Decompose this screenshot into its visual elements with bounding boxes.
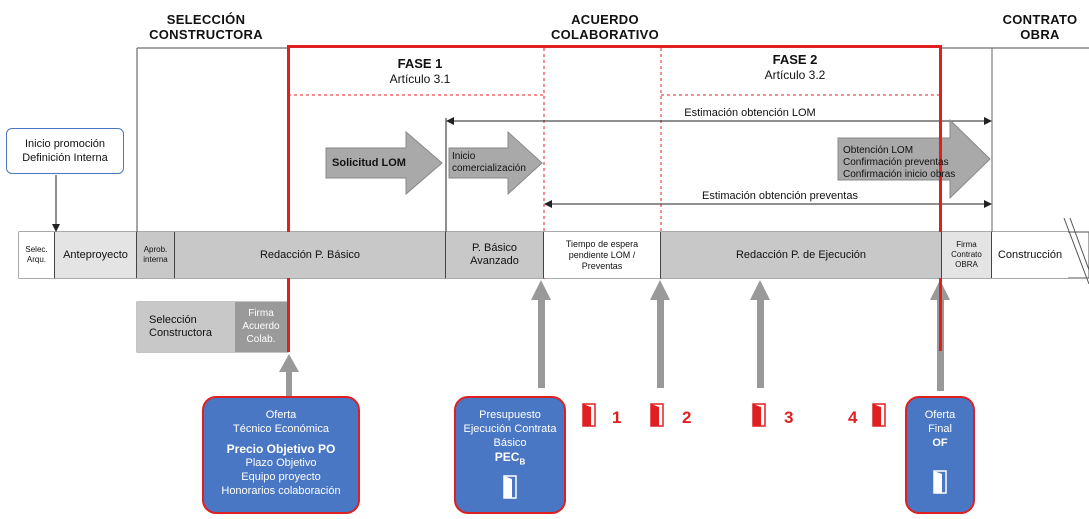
arrow-line: Inicio (452, 151, 476, 162)
cell-line: Firma (956, 240, 977, 249)
arrow-line: Confirmación preventas (843, 157, 949, 168)
cell-line: Contrato (951, 250, 982, 259)
cell-line: Avanzado (470, 255, 519, 267)
fase-title: FASE 2 (772, 52, 818, 67)
header-line: COLABORATIVO (550, 27, 660, 42)
obtencion-lom-label: Obtención LOM Confirmación preventas Con… (843, 145, 973, 181)
cell-line: Preventas (581, 260, 623, 271)
pec-label: PECB (456, 450, 564, 469)
cell-line: Redacción P. de Ejecución (735, 248, 867, 261)
timeline-cell-construccion: Construcción (992, 232, 1068, 278)
cell-line: OBRA (955, 260, 978, 269)
precio-objetivo-label: Precio Objetivo PO (226, 442, 336, 456)
box-line: Básico (493, 437, 527, 449)
box-line: Técnico Económica (233, 423, 329, 435)
inicio-line: Inicio promoción (24, 138, 106, 150)
timeline-cell-aprob-interna: Aprob.interna (137, 232, 175, 278)
lower-line: Acuerdo (242, 321, 280, 332)
timeline-cell-redaccion-basico: Redacción P. Básico (175, 232, 446, 278)
header-line: CONTRATO (1002, 12, 1078, 27)
fase-subtitle: Artículo 3.1 (389, 72, 451, 86)
header-contrato-obra: CONTRATO OBRA (990, 12, 1089, 42)
seleccion-constructora-box: Selección Constructora (137, 302, 235, 352)
fase-subtitle: Artículo 3.2 (764, 68, 826, 82)
header-line: SELECCIÓN (166, 12, 246, 27)
box-line: Final (928, 423, 952, 435)
exit-door-icon (582, 403, 596, 427)
cell-line: Selec. (25, 245, 48, 254)
box-line: Plazo Objetivo (245, 457, 317, 469)
cell-line: interna (143, 255, 168, 264)
firma-acuerdo-box: Firma Acuerdo Colab. (235, 302, 287, 352)
estimacion-preventas-label: Estimación obtención preventas (702, 190, 858, 202)
cell-line: Tiempo de espera (565, 238, 639, 249)
of-label: OF (932, 437, 948, 449)
exit-number: 3 (784, 408, 794, 427)
fase-2-label: FASE 2 Artículo 3.2 (735, 52, 855, 83)
lower-line: Selección (149, 314, 197, 326)
arrow-line: Confirmación inicio obras (843, 169, 956, 180)
fase-1-label: FASE 1 Artículo 3.1 (360, 56, 480, 87)
timeline-cell-selec-arqu: Selec.Arqu. (19, 232, 55, 278)
oferta-final-box: Oferta Final OF (905, 396, 975, 514)
box-line: Presupuesto (479, 409, 541, 421)
header-seleccion-constructora: SELECCIÓN CONSTRUCTORA (146, 12, 266, 42)
exit-number: 4 (848, 408, 858, 427)
lower-line: Colab. (246, 334, 276, 345)
arrow-line: comercialización (452, 163, 526, 174)
solicitud-lom-label: Solicitud LOM (332, 157, 406, 169)
timeline-cell-redaccion-ejecucion: Redacción P. de Ejecución (661, 232, 942, 278)
box-line: Equipo proyecto (241, 471, 321, 483)
cell-line: Anteproyecto (63, 248, 128, 261)
header-line: CONSTRUCTORA (149, 27, 263, 42)
exit-number: 2 (682, 408, 692, 427)
exit-door-icon (872, 403, 886, 427)
cell-line: P. Básico (471, 242, 518, 254)
box-line: Oferta (924, 409, 956, 421)
timeline-cell-anteproyecto: Anteproyecto (55, 232, 137, 278)
cell-line: pendiente LOM / (568, 249, 636, 260)
fase-title: FASE 1 (397, 56, 443, 71)
inicio-promocion-box: Inicio promoción Definición Interna (6, 128, 124, 174)
pec-subscript: B (519, 457, 526, 467)
cell-line: Arqu. (26, 255, 47, 264)
cell-line: Construcción (997, 248, 1063, 261)
exit-door-icon (650, 403, 664, 427)
cell-line: Redacción P. Básico (259, 248, 361, 261)
estimacion-lom-label: Estimación obtención LOM (684, 107, 816, 119)
arrow-line: Obtención LOM (843, 145, 914, 156)
exit-number: 1 (612, 408, 622, 427)
inicio-comercializacion-label: Inicio comercialización (452, 151, 526, 175)
door-icon (933, 470, 947, 494)
cell-line: Aprob. (143, 245, 168, 254)
pec-text: PEC (494, 450, 520, 464)
header-line: ACUERDO (571, 12, 639, 27)
oferta-tecnico-economica-box: Oferta Técnico Económica Precio Objetivo… (202, 396, 360, 514)
box-line: Honorarios colaboración (221, 485, 341, 497)
lower-line: Firma (248, 308, 274, 319)
door-icon (503, 475, 517, 500)
exit-door-icon (752, 403, 766, 427)
header-acuerdo-colaborativo: ACUERDO COLABORATIVO (545, 12, 665, 42)
lower-line: Constructora (149, 327, 212, 339)
frame-left-extension (287, 278, 290, 352)
header-line: OBRA (1020, 27, 1060, 42)
inicio-line: Definición Interna (22, 152, 108, 164)
acuerdo-colaborativo-frame (287, 45, 942, 351)
box-line: Ejecución Contrata (463, 423, 557, 435)
pec-box: Presupuesto Ejecución Contrata Básico PE… (454, 396, 566, 514)
box-line: Oferta (265, 409, 297, 421)
